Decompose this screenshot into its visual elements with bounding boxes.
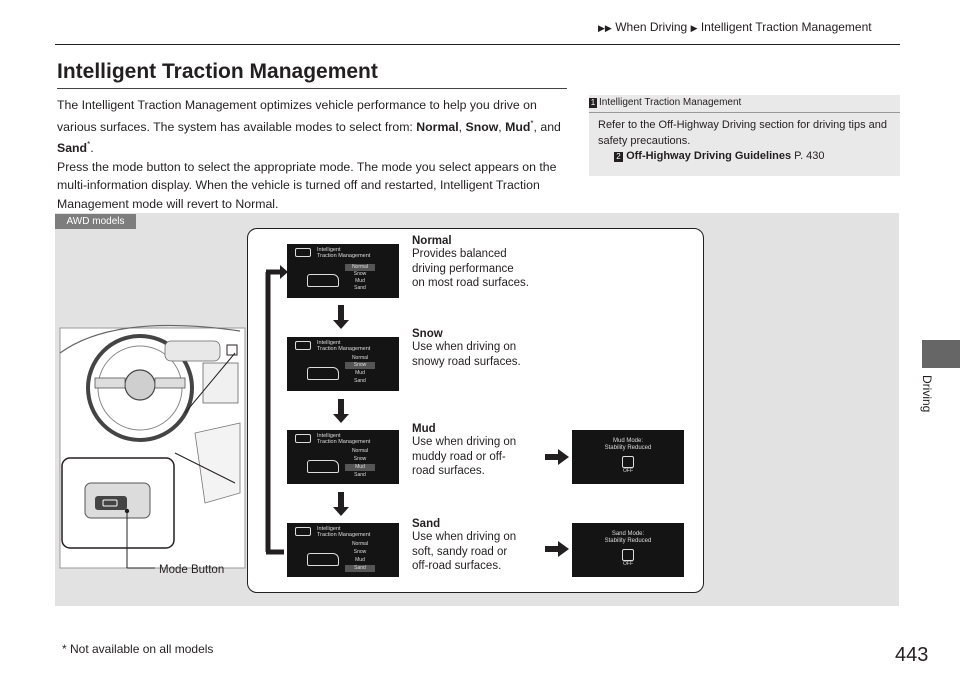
- right-arrow-icon: [545, 541, 569, 557]
- chapter-tab[interactable]: [922, 340, 960, 368]
- page-number: 443: [895, 644, 929, 666]
- breadcrumb-arrow-icon: ▶▶: [598, 23, 612, 33]
- breadcrumb: ▶▶ When Driving ▶ Intelligent Traction M…: [598, 20, 872, 34]
- right-arrow-icon: [545, 449, 569, 465]
- note-link[interactable]: 2 Off-Highway Driving Guidelines P. 430: [614, 150, 825, 162]
- stability-icon: [622, 456, 634, 468]
- car-icon: [295, 434, 311, 443]
- breadcrumb-arrow-icon: ▶: [690, 23, 698, 33]
- note-divider: [589, 112, 900, 113]
- note-text: Refer to the Off-Highway Driving section…: [598, 119, 887, 147]
- vehicle-icon: [307, 460, 339, 473]
- footnote: * Not available on all models: [62, 642, 214, 656]
- car-icon: [295, 527, 311, 536]
- body-line: drive on various surfaces. The system ha…: [57, 98, 537, 134]
- vehicle-icon: [307, 274, 339, 287]
- breadcrumb-item[interactable]: When Driving: [615, 20, 688, 34]
- link-text[interactable]: Off-Highway Driving Guidelines: [626, 150, 792, 162]
- down-arrow-icon: [333, 305, 349, 329]
- vehicle-icon: [307, 367, 339, 380]
- car-icon: [295, 248, 311, 257]
- mode-button-label: Mode Button: [159, 564, 225, 576]
- down-arrow-icon: [333, 492, 349, 516]
- note-box: [589, 95, 900, 176]
- mode-name: Normal: [416, 119, 459, 134]
- link-marker-icon: 2: [614, 152, 623, 162]
- dashboard-illustration: [59, 324, 246, 569]
- down-arrow-icon: [333, 399, 349, 423]
- car-icon: [295, 341, 311, 350]
- mode-name: Sand: [57, 141, 88, 156]
- mode-name: Mud: [505, 119, 531, 134]
- page-title: Intelligent Traction Management: [57, 60, 378, 83]
- title-divider: [57, 88, 567, 89]
- chapter-tab-label: Driving: [920, 375, 934, 413]
- footnote-star: *: [530, 118, 534, 128]
- header-divider: [55, 44, 900, 45]
- awd-models-tag: AWD models: [55, 214, 136, 229]
- mud-mode-warning-screen: Mud Mode:Stability Reduced OFF: [572, 430, 684, 484]
- body-line: Press the mode button to select the appr…: [57, 159, 557, 211]
- breadcrumb-item[interactable]: Intelligent Traction Management: [700, 20, 872, 34]
- body-line: The Intelligent Traction Management opti…: [57, 98, 490, 112]
- body-text: The Intelligent Traction Management opti…: [57, 98, 561, 211]
- sand-mode-warning-screen: Sand Mode:Stability Reduced OFF: [572, 523, 684, 577]
- vehicle-icon: [307, 553, 339, 566]
- link-page: P. 430: [791, 150, 825, 162]
- mode-name: Snow: [465, 119, 499, 134]
- note-marker-icon: 1: [589, 98, 597, 108]
- stability-icon: [622, 549, 634, 561]
- cycle-return-arrow-icon: [265, 265, 288, 555]
- footnote-star: *: [87, 140, 91, 150]
